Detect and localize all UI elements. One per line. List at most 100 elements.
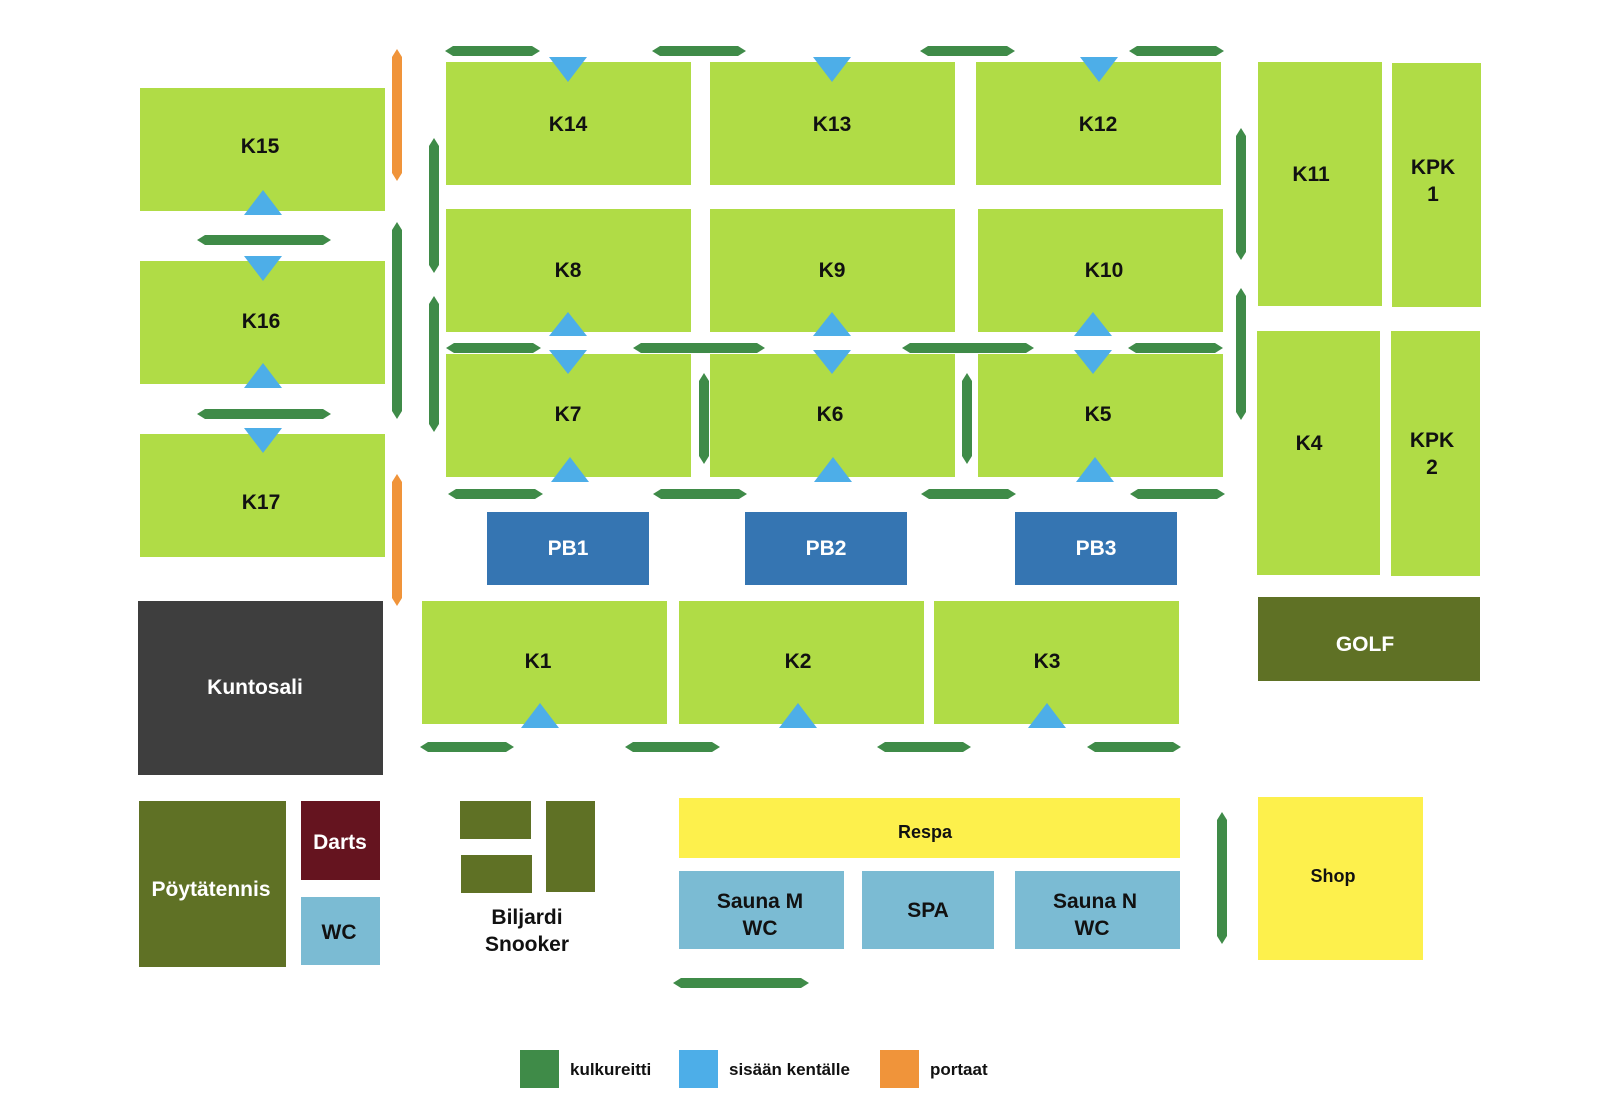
court-k17[interactable]: K17 [140, 434, 385, 557]
darts-area[interactable]: Darts [301, 801, 380, 880]
sauna-m-room[interactable]: Sauna M WC [679, 871, 844, 949]
court-kpk1[interactable]: KPK 1 [1392, 63, 1481, 307]
golf-area[interactable]: GOLF [1258, 597, 1480, 681]
court-k13[interactable]: K13 [710, 62, 955, 185]
legend: kulkureitti sisään kentälle portaat [520, 1050, 988, 1088]
legend-item-kulkureitti: kulkureitti [520, 1050, 651, 1088]
walkway-path [921, 489, 1016, 499]
entrance-swatch-icon [679, 1050, 718, 1088]
court-kpk2[interactable]: KPK 2 [1391, 331, 1480, 576]
walkway-path [429, 296, 439, 432]
legend-label-kulkureitti: kulkureitti [570, 1060, 651, 1079]
entrance-arrow-up [521, 703, 559, 728]
respa-reception[interactable]: Respa [679, 798, 1180, 858]
shop-area[interactable]: Shop [1258, 797, 1423, 960]
court-k15[interactable]: K15 [140, 88, 385, 211]
court-k5-label: K5 [1085, 403, 1112, 426]
entrance-arrow-up [244, 190, 282, 215]
court-k14[interactable]: K14 [446, 62, 691, 185]
court-k7-label: K7 [555, 403, 582, 426]
legend-item-sisaan-kentalle: sisään kentälle [679, 1050, 850, 1088]
billiard-table [461, 855, 532, 893]
court-k8-label: K8 [555, 259, 582, 282]
court-k1[interactable]: K1 [422, 601, 667, 724]
walkway-path [448, 489, 543, 499]
padel-court-pb2[interactable]: PB2 [745, 512, 907, 585]
sauna-n-room[interactable]: Sauna N WC [1015, 871, 1180, 949]
entrance-arrow-up [1028, 703, 1066, 728]
entrance-arrow-up [814, 457, 852, 482]
court-k6[interactable]: K6 [710, 354, 955, 477]
entrance-arrow-up [1074, 312, 1112, 336]
court-k10-label: K10 [1085, 259, 1124, 282]
walkway-path [197, 409, 331, 419]
entrance-arrow-down [549, 57, 587, 82]
court-k10[interactable]: K10 [978, 209, 1223, 332]
walkway-path [625, 742, 720, 752]
billiard-table [546, 801, 595, 892]
biljardi-label-line1: Biljardi [491, 906, 562, 929]
legend-label-portaat: portaat [930, 1060, 988, 1079]
walkway-path [633, 343, 765, 353]
padel-court-pb3[interactable]: PB3 [1015, 512, 1177, 585]
entrance-arrow-down [813, 57, 851, 82]
court-k8[interactable]: K8 [446, 209, 691, 332]
walkway-path [1217, 812, 1227, 944]
wc-room[interactable]: WC [301, 897, 380, 965]
court-k7[interactable]: K7 [446, 354, 691, 477]
entrance-arrow-down [549, 350, 587, 374]
billiard-table [460, 801, 531, 839]
walkway-path [877, 742, 971, 752]
spa-label: SPA [907, 899, 949, 922]
court-k3[interactable]: K3 [934, 601, 1179, 724]
entrance-arrow-up [779, 703, 817, 728]
court-kpk1-label-line2: 1 [1427, 183, 1439, 206]
walkway-path [392, 222, 402, 419]
court-kpk1-label-line1: KPK [1411, 156, 1455, 179]
entrance-arrow-down [813, 350, 851, 374]
sauna-m-label-line1: Sauna M [717, 890, 803, 913]
entrance-arrow-up [551, 457, 589, 482]
walkway-path [1128, 343, 1223, 353]
kuntosali-gym[interactable]: Kuntosali [138, 601, 383, 775]
stairs-marker [392, 49, 402, 181]
shop-label: Shop [1311, 866, 1356, 886]
walkway-path [962, 373, 972, 464]
court-entrances [244, 57, 1118, 728]
court-k2[interactable]: K2 [679, 601, 924, 724]
court-k4[interactable]: K4 [1257, 331, 1380, 575]
spa-room[interactable]: SPA [862, 871, 994, 949]
respa-label: Respa [898, 822, 953, 842]
poytatennis-area[interactable]: Pöytätennis [139, 801, 286, 967]
legend-item-portaat: portaat [880, 1050, 988, 1088]
padel-court-pb1[interactable]: PB1 [487, 512, 649, 585]
padel-pb2-label: PB2 [806, 537, 847, 560]
court-k16[interactable]: K16 [140, 261, 385, 384]
entrance-arrow-up [1076, 457, 1114, 482]
walkway-path [1129, 46, 1224, 56]
court-k15-label: K15 [241, 135, 280, 158]
golf-label: GOLF [1336, 633, 1394, 656]
court-k13-label: K13 [813, 113, 852, 136]
court-k12[interactable]: K12 [976, 62, 1221, 185]
court-k5[interactable]: K5 [978, 354, 1223, 477]
biljardi-area[interactable]: Biljardi Snooker [460, 801, 595, 956]
entrance-arrow-up [549, 312, 587, 336]
legend-label-sisaan-kentalle: sisään kentälle [729, 1060, 850, 1079]
sauna-n-label-line2: WC [1075, 917, 1110, 940]
walkway-path [920, 46, 1015, 56]
walkway-path [1130, 489, 1225, 499]
entrance-arrow-down [244, 428, 282, 453]
sauna-n-label-line1: Sauna N [1053, 890, 1137, 913]
wc-label: WC [322, 921, 357, 944]
kuntosali-label: Kuntosali [207, 676, 303, 699]
court-k9-label: K9 [819, 259, 846, 282]
court-k11-label: K11 [1292, 163, 1330, 186]
court-k11[interactable]: K11 [1258, 62, 1382, 306]
darts-label: Darts [313, 831, 367, 854]
walkway-path [1087, 742, 1181, 752]
court-k9[interactable]: K9 [710, 209, 955, 332]
walkway-path [699, 373, 709, 464]
walkway-path [429, 138, 439, 273]
